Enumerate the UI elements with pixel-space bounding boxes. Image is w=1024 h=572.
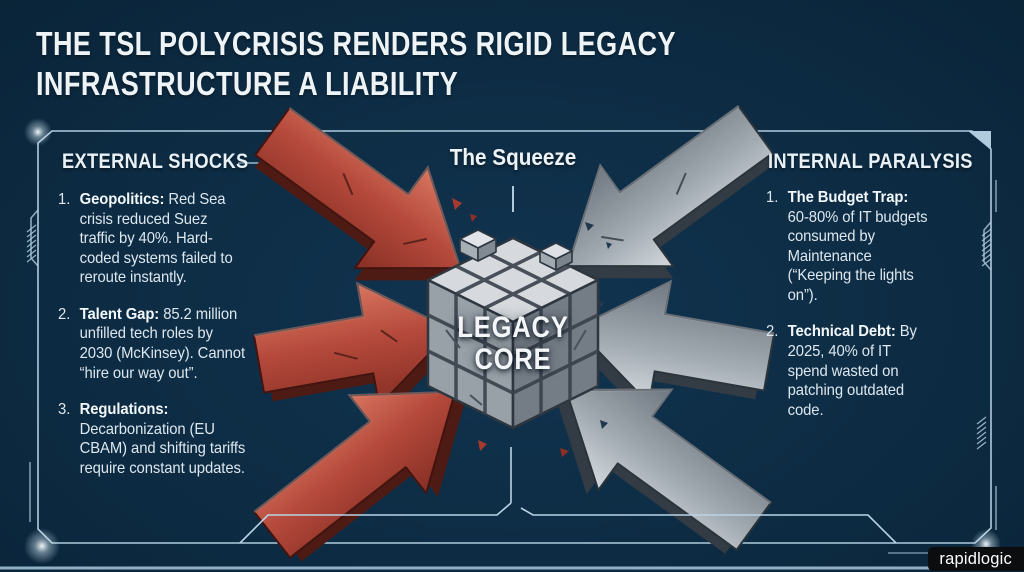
item-number: 1. bbox=[766, 189, 779, 206]
legacy-core-line2: CORE bbox=[474, 343, 552, 377]
external-shocks-list: 1. Geopolitics: Red Sea crisis reduced S… bbox=[58, 190, 246, 496]
item-lead: Geopolitics: bbox=[79, 191, 165, 208]
hud-frame-foreground bbox=[0, 447, 1024, 570]
grey-arrow-bottom-right bbox=[518, 338, 792, 572]
red-arrow-top-left bbox=[234, 80, 498, 331]
item-text: Geopolitics: Red Sea crisis reduced Suez… bbox=[80, 190, 246, 288]
red-arrow-bottom-left bbox=[233, 342, 505, 572]
list-item-geopolitics: 1. Geopolitics: Red Sea crisis reduced S… bbox=[58, 190, 246, 288]
item-number: 2. bbox=[58, 305, 71, 323]
item-lead: The Budget Trap: bbox=[787, 189, 909, 206]
hatch-marks-right-upper bbox=[981, 228, 992, 267]
grey-arrow-middle-right bbox=[556, 265, 781, 432]
item-number: 1. bbox=[58, 191, 71, 208]
brand-badge: rapidlogic bbox=[928, 547, 1024, 571]
item-text: Regulations: Decarbonization (EU CBAM) a… bbox=[80, 400, 246, 478]
legacy-core-line1: LEGACY bbox=[457, 311, 569, 344]
glow-accent-bottom-left bbox=[24, 528, 60, 564]
brand-badge-label: rapidlogic bbox=[939, 549, 1012, 568]
item-text: The Budget Trap: 60-80% of IT budgets co… bbox=[788, 188, 932, 305]
item-body: 85.2 million unfilled tech roles by 2030… bbox=[79, 305, 246, 382]
list-item-technical-debt: 2. Technical Debt: By 2025, 40% of IT sp… bbox=[766, 322, 931, 420]
hatch-marks-right-lower bbox=[976, 416, 987, 450]
cube-protrusions bbox=[459, 229, 573, 271]
list-item-talent-gap: 2. Talent Gap: 85.2 million unfilled tec… bbox=[58, 305, 246, 383]
page-title: THE TSL POLYCRISIS RENDERS RIGID LEGACY … bbox=[36, 24, 676, 103]
item-number: 3. bbox=[58, 401, 71, 419]
item-lead: Talent Gap: bbox=[79, 305, 160, 323]
item-lead: Technical Debt: bbox=[787, 323, 896, 341]
list-item-regulations: 3. Regulations: Decarbonization (EU CBAM… bbox=[58, 400, 246, 478]
legacy-cube bbox=[426, 229, 600, 430]
legacy-core-label: LEGACY CORE bbox=[457, 311, 569, 377]
hatch-marks-left bbox=[26, 224, 37, 263]
item-number: 2. bbox=[766, 323, 779, 341]
internal-paralysis-list: 1. The Budget Trap: 60-80% of IT budgets… bbox=[766, 188, 931, 437]
item-body: Red Sea crisis reduced Suez traffic by 4… bbox=[79, 191, 233, 287]
item-text: Technical Debt: By 2025, 40% of IT spend… bbox=[788, 322, 932, 420]
item-body: 60-80% of IT budgets consumed by Mainten… bbox=[787, 208, 928, 304]
list-item-budget-trap: 1. The Budget Trap: 60-80% of IT budgets… bbox=[766, 188, 931, 305]
grey-arrow-top-right bbox=[530, 78, 794, 329]
page-title-line1: THE TSL POLYCRISIS RENDERS RIGID LEGACY bbox=[36, 25, 676, 62]
item-body: By 2025, 40% of IT spend wasted on patch… bbox=[787, 323, 917, 419]
page-title-line2: INFRASTRUCTURE A LIABILITY bbox=[36, 64, 459, 102]
glow-accent-top-left bbox=[24, 118, 52, 146]
corner-triangle-accent bbox=[968, 131, 991, 150]
left-panel-heading: EXTERNAL SHOCKS bbox=[62, 149, 249, 173]
center-heading: The Squeeze bbox=[449, 144, 577, 170]
red-arrow-middle-left bbox=[247, 267, 472, 434]
right-panel-heading: INTERNAL PARALYSIS bbox=[768, 149, 973, 173]
item-lead: Regulations: bbox=[79, 401, 169, 419]
item-body: Decarbonization (EU CBAM) and shifting t… bbox=[79, 420, 246, 477]
item-text: Talent Gap: 85.2 million unfilled tech r… bbox=[80, 305, 246, 383]
